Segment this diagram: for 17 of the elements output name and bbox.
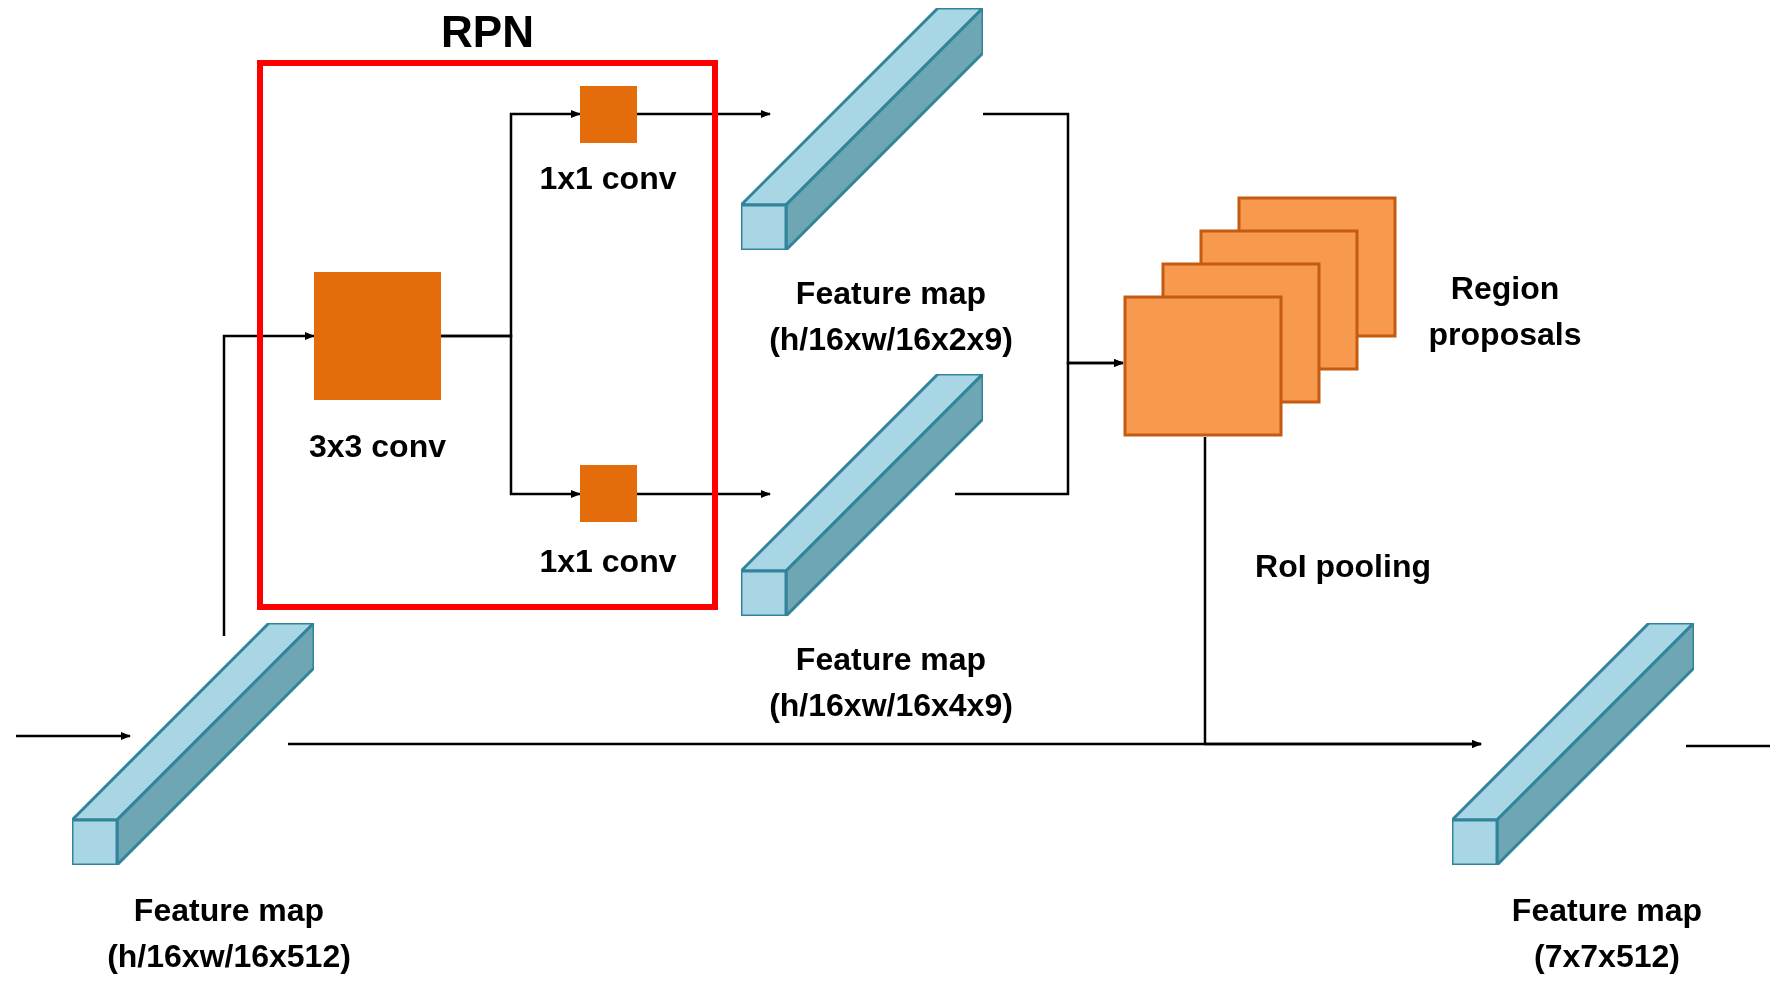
arrow [955, 359, 1124, 496]
feature-map-label: Feature map (7x7x512) [1510, 891, 1704, 976]
proposals-label: Region proposals [1427, 269, 1583, 354]
connector-line [1686, 744, 1770, 748]
feature-map-label: Feature map (h/16xw/16x4x9) [768, 640, 1014, 725]
layer-label: 1x1 conv [538, 159, 678, 198]
arrow [16, 732, 131, 740]
arrow [637, 490, 771, 498]
layer-label: 3x3 conv [308, 427, 447, 466]
arrow [441, 334, 581, 498]
arrow [637, 110, 771, 118]
arrow [1203, 437, 1482, 748]
layer-label: 1x1 conv [538, 542, 678, 581]
arrow [222, 332, 315, 636]
feature-map-label: Feature map (h/16xw/16x2x9) [768, 274, 1014, 359]
group-title: RPN [440, 8, 535, 56]
feature-map-label: Feature map (h/16xw/16x512) [106, 891, 352, 976]
